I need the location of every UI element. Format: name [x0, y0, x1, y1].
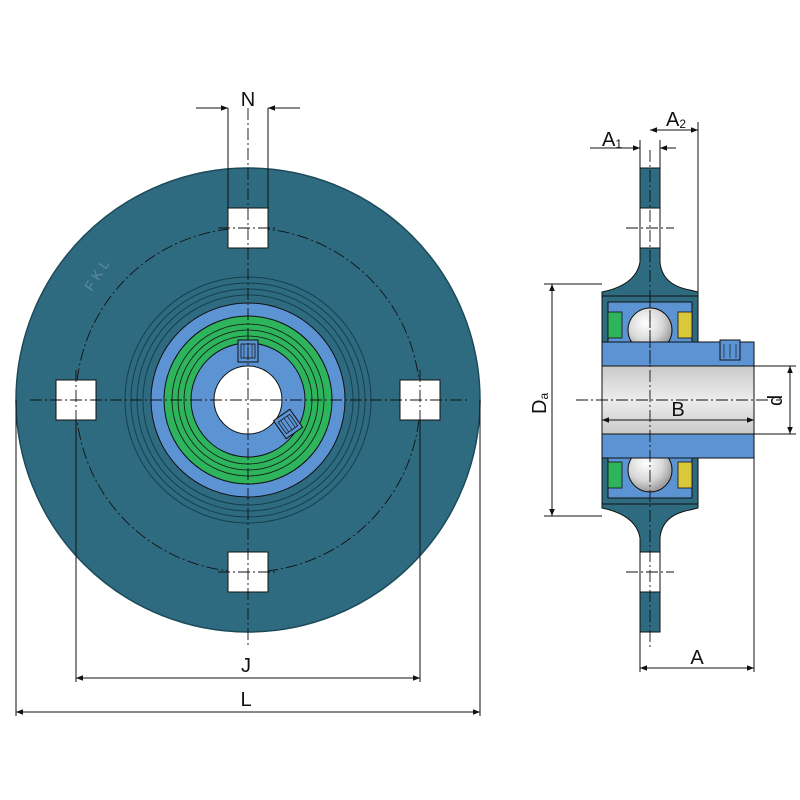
- dim-label-A1: A1: [602, 129, 622, 151]
- dim-label-d: d: [765, 395, 787, 406]
- dim-label-L: L: [240, 689, 251, 711]
- side-view: A1 A2 A Da B d: [529, 109, 796, 672]
- dim-label-J: J: [241, 655, 251, 677]
- dim-label-N: N: [241, 89, 255, 111]
- dim-label-A2: A2: [666, 109, 686, 131]
- front-view: FKL N J L: [15, 89, 481, 716]
- dim-label-A: A: [690, 647, 704, 669]
- dim-label-B: B: [671, 399, 684, 421]
- dim-label-Da: Da: [529, 393, 551, 414]
- set-screw-side: [272, 408, 304, 440]
- inner-ring-section-bottom: [601, 433, 755, 459]
